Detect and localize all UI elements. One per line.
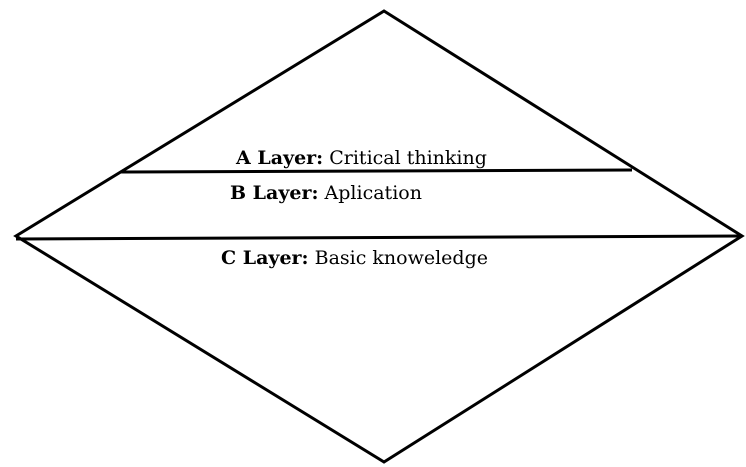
layer-c-name: C Layer: xyxy=(221,247,309,269)
divider-line-a-b xyxy=(119,168,633,174)
layer-b-label: B Layer: Aplication xyxy=(230,184,422,203)
layer-c-description: Basic knoweledge xyxy=(314,247,488,269)
layer-b-name: B Layer: xyxy=(230,182,319,204)
layer-c-label: C Layer: Basic knoweledge xyxy=(221,249,488,268)
layer-a-description: Critical thinking xyxy=(329,147,487,169)
diamond-outline xyxy=(13,9,745,464)
layer-b-description: Aplication xyxy=(324,182,422,204)
divider-line-b-c xyxy=(15,234,743,241)
layer-a-label: A Layer: Critical thinking xyxy=(236,149,487,168)
layer-a-name: A Layer: xyxy=(236,147,324,169)
